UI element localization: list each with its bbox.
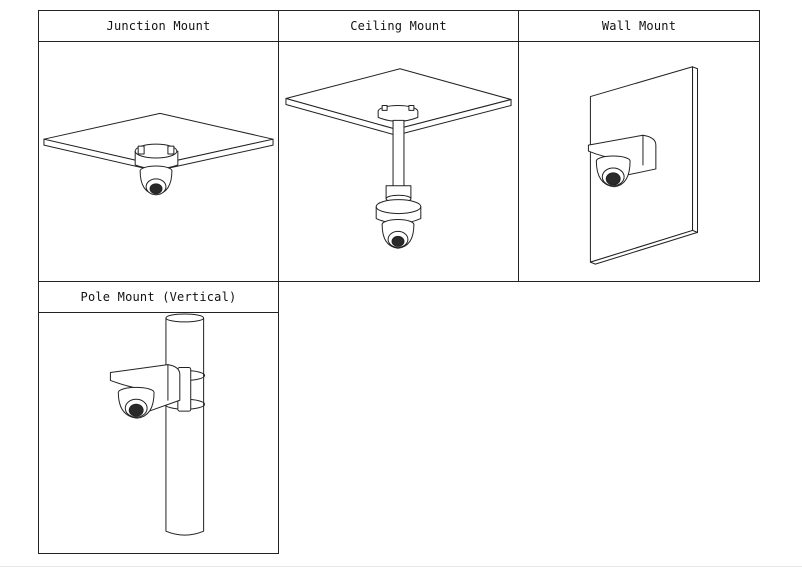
panel-wall-mount: Wall Mount — [518, 10, 760, 282]
pole-mount-illustration — [39, 313, 278, 553]
panel-junction-mount: Junction Mount — [38, 10, 279, 282]
junction-mount-illustration — [39, 42, 278, 281]
panel-title: Pole Mount (Vertical) — [39, 282, 278, 313]
panel-ceiling-mount: Ceiling Mount — [278, 10, 519, 282]
panel-pole-mount-vertical: Pole Mount (Vertical) — [38, 281, 279, 554]
panel-title: Ceiling Mount — [279, 11, 518, 42]
panel-title: Wall Mount — [519, 11, 759, 42]
wall-mount-illustration — [519, 42, 759, 281]
ceiling-mount-illustration — [279, 42, 518, 281]
panel-title: Junction Mount — [39, 11, 278, 42]
